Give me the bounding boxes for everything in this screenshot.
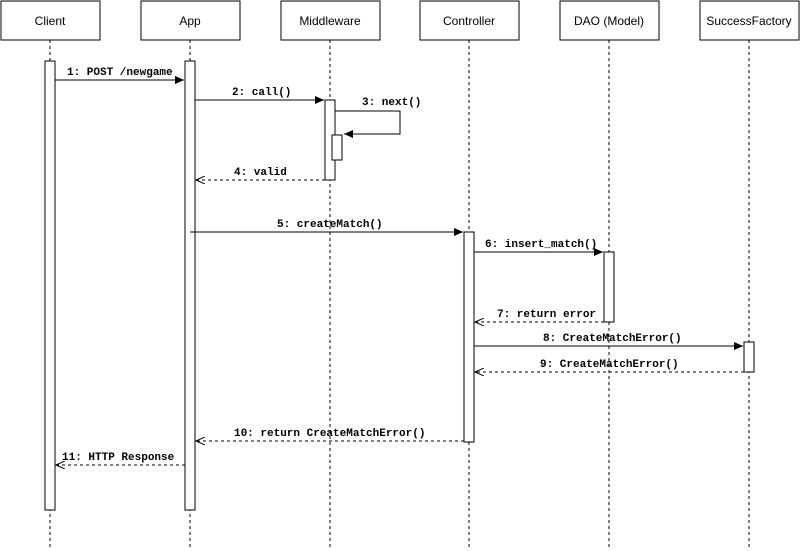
activation-client: [44, 60, 56, 511]
activation-controller: [463, 231, 475, 443]
participant-app-label: App: [179, 14, 201, 28]
activation-success-factory: [743, 341, 755, 373]
participant-success-factory-label: SuccessFactory: [706, 14, 791, 28]
participant-dao: DAO (Model): [559, 0, 660, 41]
message-8-label: 8: CreateMatchError(): [543, 333, 682, 345]
participant-middleware: Middleware: [280, 0, 381, 41]
participant-client: Client: [0, 0, 101, 41]
message-4-label: 4: valid: [234, 167, 287, 179]
message-9-label: 9: CreateMatchError(): [540, 359, 679, 371]
participant-success-factory: SuccessFactory: [699, 0, 800, 41]
participant-controller-label: Controller: [443, 14, 495, 28]
participant-controller: Controller: [419, 0, 520, 41]
activation-middleware-nested: [331, 134, 343, 161]
participant-app: App: [140, 0, 241, 41]
participant-client-label: Client: [35, 14, 66, 28]
message-3-arrow: [335, 110, 401, 138]
message-10-label: 10: return CreateMatchError(): [234, 428, 425, 440]
message-11-label: 11: HTTP Response: [62, 452, 175, 464]
activation-dao: [603, 251, 615, 323]
message-5-label: 5: createMatch(): [277, 219, 383, 231]
message-1-label: 1: POST /newgame: [67, 67, 173, 79]
message-7-label: 7: return error: [497, 309, 596, 321]
activation-app: [184, 60, 196, 511]
participant-dao-label: DAO (Model): [574, 14, 644, 28]
message-3-label: 3: next(): [362, 97, 421, 109]
message-2-label: 2: call(): [232, 87, 291, 99]
message-6-label: 6: insert_match(): [485, 239, 597, 251]
participant-middleware-label: Middleware: [299, 14, 361, 28]
